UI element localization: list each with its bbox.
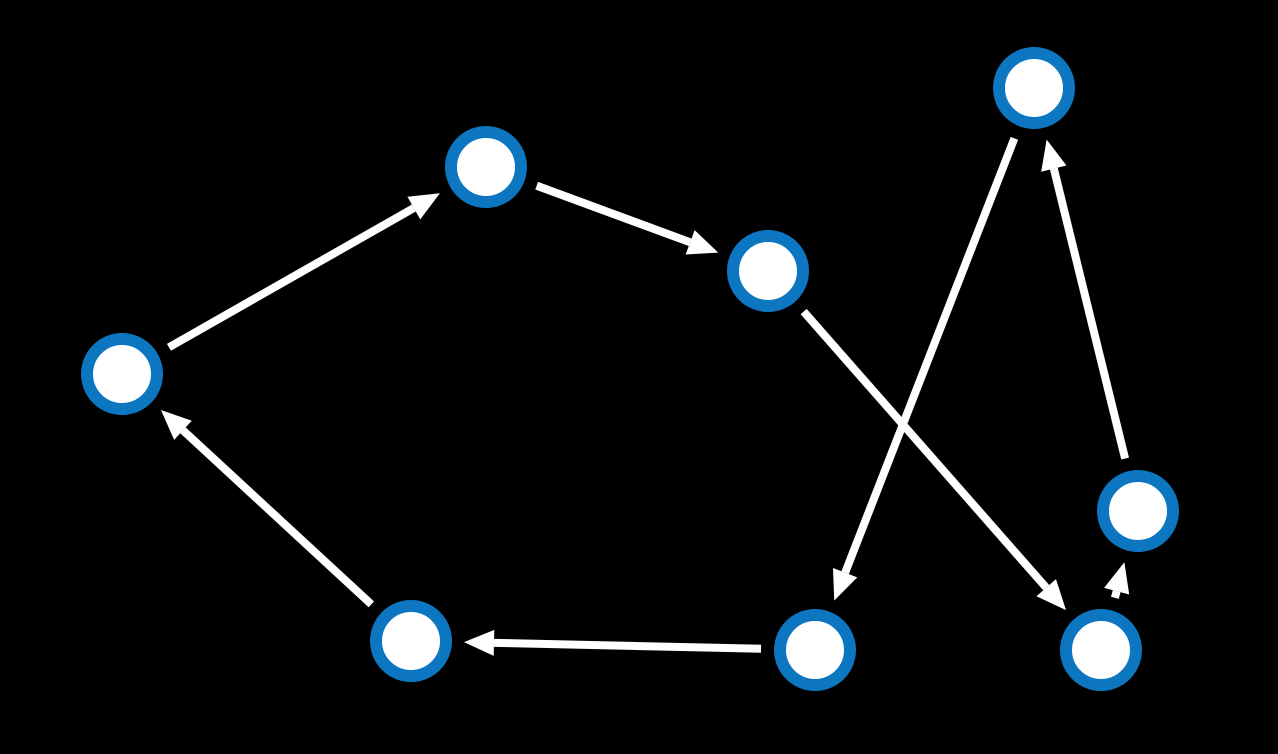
- edge-node-right-to-node-top-right: [1041, 139, 1129, 460]
- arrowhead-icon: [463, 629, 495, 656]
- edge-layer: [160, 136, 1130, 656]
- node-bottom-right: [1060, 609, 1142, 691]
- arrowhead-icon: [160, 409, 192, 440]
- edge-shaft: [1049, 167, 1129, 460]
- edge-shaft: [800, 308, 1050, 591]
- edge-node-bottom-middle-to-node-bottom-left: [463, 629, 762, 656]
- edge-shaft: [535, 181, 692, 247]
- node-bottom-left: [370, 600, 452, 682]
- edge-node-left-to-node-upper-middle: [166, 193, 440, 351]
- edge-node-bottom-right-to-node-right: [1104, 562, 1130, 599]
- node-layer: [81, 47, 1179, 691]
- edge-shaft: [841, 136, 1019, 575]
- node-right: [1097, 470, 1179, 552]
- edge-node-top-right-to-node-bottom-middle: [833, 136, 1019, 601]
- arrowhead-icon: [1104, 562, 1130, 595]
- node-bottom-middle: [774, 609, 856, 691]
- arrowhead-icon: [407, 193, 440, 220]
- arrowhead-icon: [833, 567, 858, 601]
- edge-node-upper-middle-to-node-middle: [535, 181, 719, 255]
- node-left: [81, 333, 163, 415]
- edge-node-middle-to-node-bottom-right: [800, 308, 1067, 611]
- edge-shaft: [166, 204, 416, 351]
- arrowhead-icon: [1036, 579, 1067, 611]
- arrowhead-icon: [685, 230, 719, 255]
- node-upper-middle: [445, 126, 527, 208]
- edge-shaft: [1111, 590, 1121, 599]
- arrowhead-icon: [1041, 139, 1067, 172]
- edge-node-bottom-left-to-node-left: [160, 409, 375, 608]
- edge-shaft: [493, 638, 762, 653]
- edge-shaft: [180, 427, 375, 608]
- node-middle: [727, 230, 809, 312]
- node-top-right: [993, 47, 1075, 129]
